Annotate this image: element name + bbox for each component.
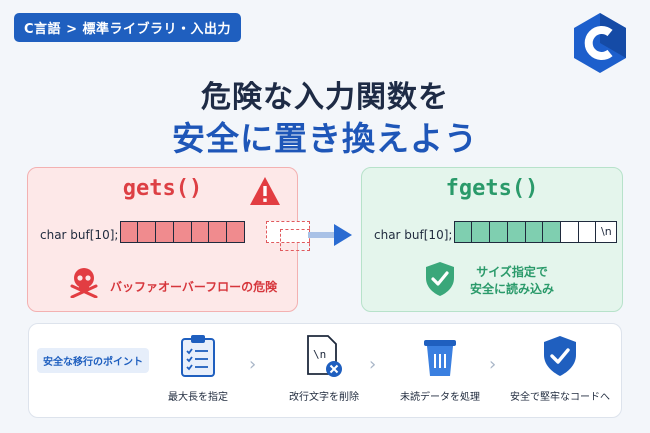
shield-check-icon [426, 262, 454, 296]
clipboard-icon [181, 335, 215, 377]
chevron-right-icon: › [369, 354, 377, 375]
overflow-cells-extra [280, 229, 310, 251]
step-handle-unread: 未読データを処理 [385, 334, 495, 403]
chevron-right-icon: › [249, 354, 257, 375]
fgets-buffer: \n [453, 221, 618, 243]
warning-icon [250, 177, 280, 205]
safe-read-text: サイズ指定で 安全に読み込み [470, 265, 555, 296]
document-delete-icon: \n [307, 335, 342, 377]
gets-buffer [119, 221, 245, 243]
fgets-code: char buf[10]; [374, 228, 453, 242]
migration-points: 安全な移行のポイント 最大長を指定 › \n 改行文字を削除 › [28, 323, 622, 418]
c-language-logo [574, 13, 626, 73]
migration-points-label: 安全な移行のポイント [37, 348, 149, 373]
shield-check-icon [544, 336, 576, 376]
breadcrumb[interactable]: C言語 > 標準ライブラリ・入出力 [14, 13, 241, 42]
arrow-right-icon [308, 224, 352, 246]
step-label: 安全で堅牢なコードへ [510, 392, 610, 403]
step-secure-code: 安全で堅牢なコードへ [505, 334, 615, 403]
trash-basket-icon [424, 340, 456, 376]
gets-title: gets() [122, 176, 203, 201]
overflow-warning-text: バッファオーバーフローの危険 [110, 280, 278, 294]
step-remove-newline: \n 改行文字を削除 [269, 334, 379, 403]
fgets-panel: fgets() char buf[10]; \n サイズ指定で 安全に読み込み [361, 167, 623, 312]
chevron-right-icon: › [489, 354, 497, 375]
step-label: 未読データを処理 [400, 392, 480, 403]
page-title-line1: 危険な入力関数を [201, 80, 449, 115]
step-max-length: 最大長を指定 [143, 334, 253, 403]
gets-panel: gets() char buf[10]; バッファオーバーフローの危険 [27, 167, 310, 312]
skull-icon [70, 268, 98, 298]
fgets-title: fgets() [445, 176, 539, 201]
step-label: 最大長を指定 [168, 392, 228, 403]
step-label: 改行文字を削除 [289, 392, 359, 403]
svg-text:\n: \n [313, 348, 326, 361]
newline-cell: \n [595, 221, 618, 243]
page-title-line2: 安全に置き換えよう [172, 119, 478, 158]
gets-code: char buf[10]; [40, 228, 119, 242]
